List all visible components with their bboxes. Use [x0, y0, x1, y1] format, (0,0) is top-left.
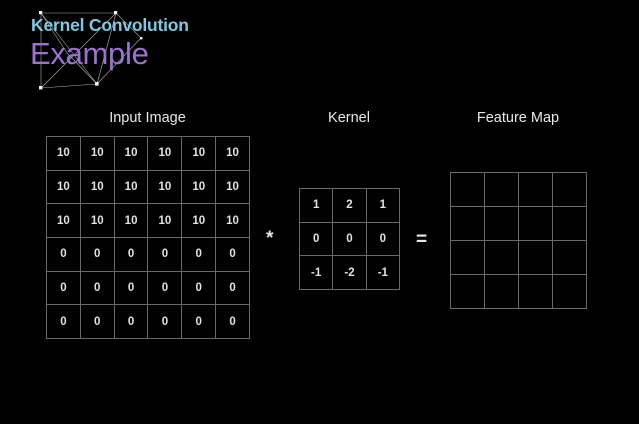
matrix-cell: 0: [114, 305, 149, 339]
matrix-cell: 1: [366, 189, 400, 223]
page-title: Kernel Convolution: [31, 15, 189, 35]
matrix-cell: 10: [182, 204, 217, 238]
matrix-cell: 0: [216, 305, 250, 339]
matrix-cell: 10: [47, 204, 81, 238]
matrix-cell: 10: [80, 137, 115, 171]
matrix-cell: [519, 241, 553, 275]
matrix-cell: 10: [182, 137, 217, 171]
feature-map-matrix: [450, 172, 587, 309]
matrix-cell: 0: [114, 271, 149, 306]
matrix-cell: 0: [148, 237, 183, 272]
convolution-operator: *: [266, 228, 274, 249]
matrix-cell: -1: [366, 256, 400, 290]
matrix-cell: 10: [114, 137, 149, 171]
matrix-cell: [519, 207, 553, 241]
matrix-cell: 10: [216, 170, 250, 205]
matrix-cell: 0: [114, 237, 149, 272]
matrix-cell: 10: [114, 170, 149, 205]
matrix-cell: [553, 241, 587, 275]
matrix-cell: -1: [300, 256, 334, 290]
matrix-cell: 10: [47, 170, 81, 205]
matrix-cell: 0: [47, 305, 81, 339]
matrix-cell: [451, 275, 485, 309]
matrix-cell: 0: [366, 222, 400, 257]
matrix-cell: [451, 241, 485, 275]
matrix-cell: 10: [80, 204, 115, 238]
matrix-cell: 1: [300, 189, 334, 223]
matrix-cell: 10: [182, 170, 217, 205]
matrix-cell: 0: [80, 237, 115, 272]
input-image-heading: Input Image: [109, 110, 186, 126]
matrix-cell: 10: [216, 137, 250, 171]
matrix-cell: [485, 173, 519, 207]
matrix-cell: [485, 241, 519, 275]
matrix-cell: 10: [47, 137, 81, 171]
matrix-cell: 0: [182, 271, 217, 306]
matrix-cell: 0: [148, 271, 183, 306]
matrix-cell: 10: [80, 170, 115, 205]
matrix-cell: 10: [216, 204, 250, 238]
matrix-cell: 10: [148, 204, 183, 238]
matrix-cell: 10: [148, 137, 183, 171]
title-block: Kernel Convolution Example: [0, 0, 300, 105]
matrix-cell: 0: [80, 271, 115, 306]
matrix-cell: 0: [47, 237, 81, 272]
matrix-cell: 10: [148, 170, 183, 205]
equals-operator: =: [416, 229, 428, 250]
matrix-cell: [553, 173, 587, 207]
feature-map-heading: Feature Map: [476, 110, 560, 126]
matrix-cell: 2: [333, 189, 367, 223]
matrix-cell: 0: [216, 237, 250, 272]
matrix-cell: 0: [216, 271, 250, 306]
matrix-cell: [451, 173, 485, 207]
matrix-cell: [553, 207, 587, 241]
matrix-cell: 0: [300, 222, 334, 257]
matrix-cell: 10: [114, 204, 149, 238]
matrix-cell: 0: [148, 305, 183, 339]
matrix-cell: -2: [333, 256, 367, 290]
matrix-cell: [451, 207, 485, 241]
matrix-cell: [519, 173, 553, 207]
matrix-cell: 0: [182, 305, 217, 339]
matrix-cell: [553, 275, 587, 309]
matrix-cell: [485, 207, 519, 241]
matrix-cell: 0: [47, 271, 81, 306]
matrix-cell: [485, 275, 519, 309]
matrix-cell: [519, 275, 553, 309]
kernel-heading: Kernel: [328, 110, 370, 126]
page-subtitle: Example: [30, 36, 149, 71]
matrix-cell: 0: [333, 222, 367, 257]
matrix-cell: 0: [80, 305, 115, 339]
matrix-cell: 0: [182, 237, 217, 272]
